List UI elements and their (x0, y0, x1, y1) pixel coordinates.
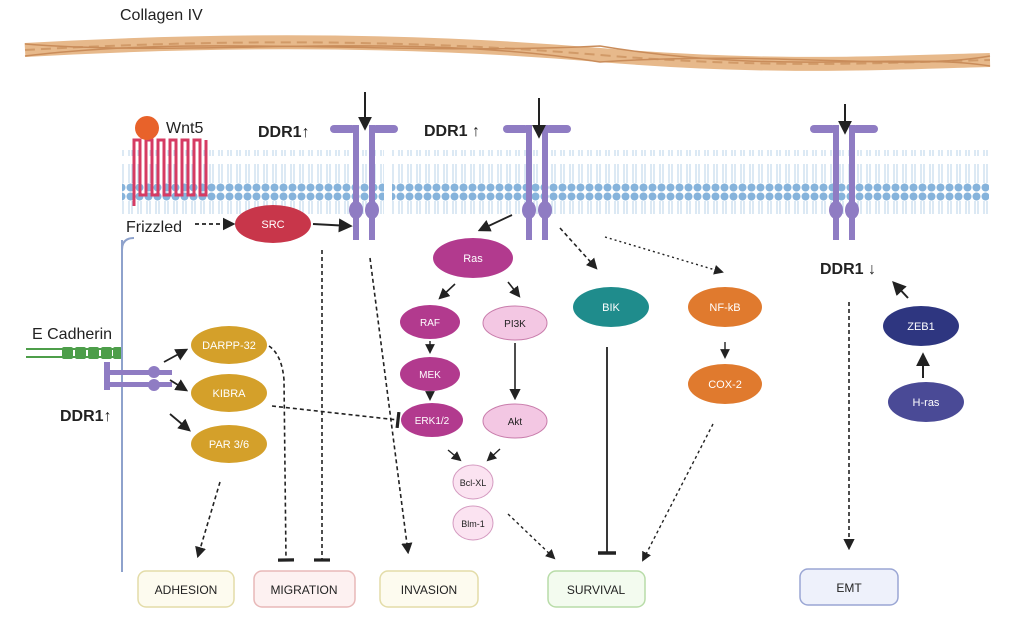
membrane-segment-right (392, 150, 989, 214)
node-raf-label: RAF (420, 318, 440, 329)
edge-cadherin-kibra (169, 379, 189, 392)
wnt5-ligand (135, 116, 159, 140)
node-blm1: Blm-1 (452, 505, 494, 541)
node-hras: H-ras (888, 382, 964, 422)
node-nfkb: NF-kB (688, 287, 762, 327)
ddr1-receptor-2 (503, 125, 571, 240)
frizzled-label: Frizzled (126, 219, 182, 236)
edge-ddr1-nfkb (604, 236, 724, 275)
outcome-emt-label: EMT (836, 581, 862, 595)
membrane-segment-left (122, 150, 384, 214)
edge-zeb1-ddr1 (892, 280, 909, 299)
node-zeb1-label: ZEB1 (907, 321, 935, 333)
collagen-fiber (24, 35, 991, 71)
outcome-survival: SURVIVAL (547, 570, 646, 608)
collagen-label: Collagen IV (120, 7, 203, 24)
edge-par-adhesion (195, 481, 221, 559)
edge-cox2-survival (642, 423, 714, 562)
node-pi3k-label: PI3K (504, 319, 526, 330)
node-mek: MEK (400, 357, 460, 391)
edge-ddr1-bik (559, 227, 598, 270)
node-cox2-label: COX-2 (708, 379, 742, 391)
node-ras-label: Ras (463, 253, 483, 265)
edge-akt-bclxl (486, 448, 501, 462)
edge-blm-survival (507, 513, 556, 560)
node-raf: RAF (400, 305, 460, 339)
ddr1-up-label-3: DDR1↑ (60, 408, 112, 425)
edge-cadherin-darpp (163, 348, 189, 363)
node-zeb1: ZEB1 (883, 306, 959, 346)
cell-border-corner (121, 237, 135, 251)
outcome-emt: EMT (799, 568, 899, 606)
ddr1-down-label: DDR1 ↓ (820, 261, 876, 278)
edge-erk-bclxl (447, 449, 462, 462)
outcome-migration-label: MIGRATION (270, 583, 337, 597)
node-erk: ERK1/2 (401, 403, 463, 437)
node-par36-label: PAR 3/6 (209, 439, 249, 451)
e-cadherin-label: E Cadherin (32, 326, 112, 343)
edge-ras-pi3k (507, 281, 521, 298)
node-ras: Ras (433, 238, 513, 278)
node-darpp32-label: DARPP-32 (202, 340, 256, 352)
node-hras-label: H-ras (913, 397, 940, 409)
edge-kibra-erk (271, 405, 401, 429)
outcome-invasion: INVASION (379, 570, 479, 608)
node-src: SRC (235, 205, 311, 243)
outcome-adhesion: ADHESION (137, 570, 235, 608)
node-erk-label: ERK1/2 (415, 416, 450, 427)
node-darpp32: DARPP-32 (191, 326, 267, 364)
ddr1-receptor-cadherin (104, 362, 172, 391)
node-akt: Akt (482, 403, 548, 439)
edge-ddr1-ras (477, 214, 513, 232)
edge-ras-raf (438, 283, 456, 300)
node-par36: PAR 3/6 (191, 425, 267, 463)
edge-src-ddr1 (312, 218, 353, 233)
node-blm1-label: Blm-1 (461, 519, 485, 529)
e-cadherin-complex (26, 347, 122, 359)
outcome-survival-label: SURVIVAL (567, 583, 626, 597)
outcome-migration: MIGRATION (253, 570, 356, 608)
node-bik-label: BIK (602, 302, 620, 314)
frizzled-receptor (132, 138, 208, 206)
ddr1-receptor-3 (810, 125, 878, 240)
node-nfkb-label: NF-kB (709, 302, 740, 314)
node-akt-label: Akt (508, 417, 523, 428)
node-pi3k: PI3K (482, 305, 548, 341)
node-bclxl: Bcl-XL (452, 464, 494, 500)
node-cox2: COX-2 (688, 364, 762, 404)
node-mek-label: MEK (419, 370, 441, 381)
ddr1-receptor-1 (330, 125, 398, 240)
outcome-invasion-label: INVASION (401, 583, 457, 597)
edge-ddr1-invasion (369, 257, 413, 555)
node-bclxl-label: Bcl-XL (460, 478, 487, 488)
edge-darpp-migration (268, 345, 295, 562)
ddr1-up-label-1: DDR1↑ (258, 124, 310, 141)
outcome-adhesion-label: ADHESION (155, 583, 218, 597)
connections (163, 214, 930, 562)
node-src-label: SRC (261, 219, 284, 231)
node-kibra-label: KIBRA (212, 388, 246, 400)
ddr1-up-label-2: DDR1 ↑ (424, 123, 480, 140)
node-kibra: KIBRA (191, 374, 267, 412)
edge-cadherin-par (169, 413, 191, 432)
wnt5-label: Wnt5 (166, 120, 203, 137)
node-bik: BIK (573, 287, 649, 327)
